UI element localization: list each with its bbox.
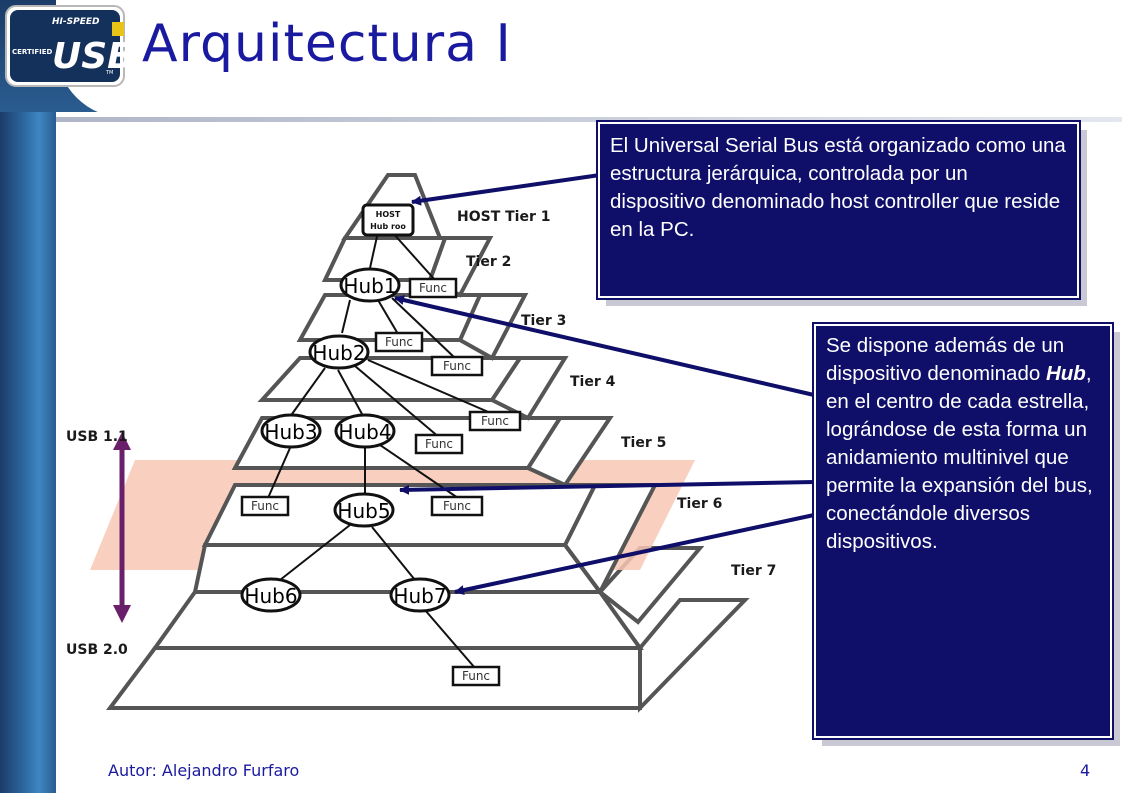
usb-certified-logo: HI-SPEED CERTIFIED USB TM <box>4 4 135 88</box>
callout-2-hub-emphasis: Hub <box>1045 362 1086 385</box>
title-underline <box>56 117 1122 122</box>
link-hub7-func8 <box>424 609 476 669</box>
tier-1-label: HOST Tier 1 <box>457 209 551 225</box>
func-label: Func <box>443 359 471 373</box>
link-hub1-func3 <box>391 297 456 359</box>
hub-label: Hub5 <box>337 499 390 523</box>
callout-host-controller: El Universal Serial Bus está organizado … <box>596 120 1081 300</box>
func-box: Func <box>468 410 522 432</box>
tier-3-label: Tier 3 <box>521 313 566 329</box>
link-host-hub1 <box>369 231 379 269</box>
func-label: Func <box>443 499 471 513</box>
usb-arrow-down-head <box>113 605 131 623</box>
link-hub2-func5 <box>367 359 494 415</box>
hub-label: Hub6 <box>244 584 297 608</box>
hub-node-4: Hub4 <box>334 413 396 449</box>
pointer-to-hub7 <box>454 513 815 596</box>
hub-label: Hub1 <box>343 274 396 298</box>
link-hub2-hub4 <box>337 369 363 415</box>
host-label: HOST <box>376 210 401 219</box>
func-box: Func <box>240 495 290 517</box>
tier-7-right-face <box>638 598 750 713</box>
logo-side-text: CERTIFIED <box>12 48 53 56</box>
hub-label: Hub3 <box>264 420 317 444</box>
page-number: 4 <box>1080 761 1091 780</box>
hub-node-3: Hub3 <box>260 413 322 449</box>
link-hub5-hub7 <box>371 526 416 581</box>
callout-2-text-start: Se dispone además de un dispositivo deno… <box>826 334 1065 385</box>
hub-node-2: Hub2 <box>308 334 370 370</box>
func-box: Func <box>451 665 501 687</box>
func-box: Func <box>408 277 458 299</box>
hub-node-1: Hub1 <box>339 267 401 303</box>
topology-links <box>267 231 494 669</box>
hub-label: Hub2 <box>312 341 365 365</box>
tier-5-label: Tier 5 <box>621 435 666 451</box>
link-hub1-func2 <box>377 299 399 335</box>
link-hub1-hub2 <box>341 299 351 334</box>
left-side-bar <box>0 112 56 793</box>
pointer-to-hub1 <box>394 295 815 397</box>
link-hub2-func4 <box>354 365 441 439</box>
hub-node-7: Hub7 <box>389 577 451 613</box>
tier-7-layer <box>106 646 642 710</box>
footer-author: Autor: Alejandro Furfaro <box>108 761 300 780</box>
logo-top-text: HI-SPEED <box>52 17 100 27</box>
func-box: Func <box>430 495 484 517</box>
hub-label: Hub4 <box>338 420 391 444</box>
func-box: Func <box>374 331 424 353</box>
usb20-label: USB 2.0 <box>66 642 128 658</box>
tier-5-top <box>201 483 599 547</box>
function-nodes: Func Func Func Func Func Func Func Func <box>240 277 522 687</box>
func-box: Func <box>414 433 464 455</box>
link-hub2-hub3 <box>291 367 326 415</box>
func-label: Func <box>481 414 509 428</box>
tier-4-label: Tier 4 <box>570 374 616 390</box>
func-label: Func <box>385 335 413 349</box>
tier-2-label: Tier 2 <box>466 254 511 270</box>
tier-6-label: Tier 6 <box>677 496 722 512</box>
tier-7-label: Tier 7 <box>731 563 776 579</box>
callout-2-text-end: , en el centro de cada estrella, logránd… <box>826 362 1093 553</box>
page-title: Arquitectura I <box>142 14 512 74</box>
logo-main-text: USB <box>52 36 126 77</box>
link-host-func1 <box>391 231 436 281</box>
func-box: Func <box>430 355 484 377</box>
logo-tm-text: TM <box>105 70 113 76</box>
callout-hub-description: Se dispone además de un dispositivo deno… <box>812 322 1114 740</box>
func-label: Func <box>419 281 447 295</box>
hub-root-label: Hub roo <box>370 222 406 231</box>
usb11-label: USB 1.1 <box>66 429 128 445</box>
hub-nodes: Hub1 Hub2 Hub3 Hub4 Hub5 Hub6 Hub7 <box>240 267 451 613</box>
host-hub-root: HOST Hub roo <box>361 203 415 237</box>
link-hub3-func6 <box>267 447 291 499</box>
link-hub5-hub6 <box>279 524 351 581</box>
hub-label: Hub7 <box>393 584 446 608</box>
pointer-to-hub5 <box>399 480 815 495</box>
func-label: Func <box>251 499 279 513</box>
func-label: Func <box>462 669 490 683</box>
hub-node-6: Hub6 <box>240 577 302 613</box>
usb-arrow-up-head <box>113 432 131 450</box>
pointer-to-host <box>411 173 601 206</box>
func-label: Func <box>425 437 453 451</box>
callout-pointers <box>394 173 815 596</box>
callout-1-text: El Universal Serial Bus está organizado … <box>610 134 1066 241</box>
hub-node-5: Hub5 <box>333 492 395 528</box>
tier-labels: HOST Tier 1 Tier 2 Tier 3 Tier 4 Tier 5 … <box>457 209 776 579</box>
